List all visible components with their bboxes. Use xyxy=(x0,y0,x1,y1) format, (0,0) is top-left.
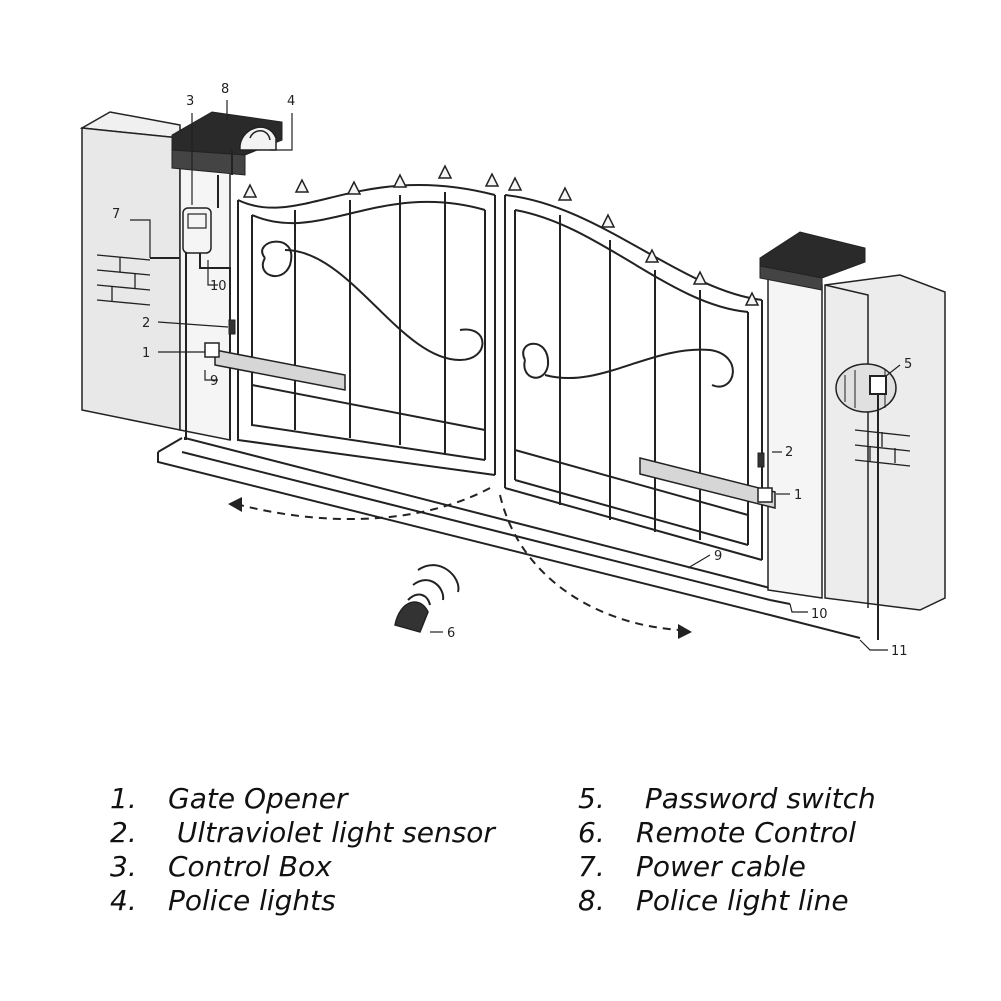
legend-label: Police lights xyxy=(168,884,336,917)
right-front-pillar xyxy=(759,231,866,599)
legend-item-6: 6.Remote Control xyxy=(578,816,857,849)
callout-5: 5 xyxy=(904,357,912,372)
legend-label: Password switch xyxy=(636,782,876,815)
swing-arrows xyxy=(239,487,681,631)
uv-sensors xyxy=(228,319,765,468)
legend-item-8: 8.Police light line xyxy=(578,884,849,917)
legend-item-1: 1.Gate Opener xyxy=(110,782,348,815)
legend-item-3: 3.Control Box xyxy=(110,850,332,883)
ground-wiring xyxy=(157,436,861,639)
gate-panels xyxy=(237,183,763,561)
legend-item-5: 5. Password switch xyxy=(578,782,876,815)
callout-4: 4 xyxy=(287,94,295,109)
legend-label: Remote Control xyxy=(636,816,857,849)
gate-openers xyxy=(204,342,776,509)
callout-leaders xyxy=(130,100,901,651)
left-back-pillar xyxy=(79,111,181,431)
remote-control xyxy=(394,564,460,633)
arrow-head-right xyxy=(678,624,692,639)
police-light xyxy=(239,126,277,151)
control-box xyxy=(182,207,212,254)
left-front-pillar xyxy=(171,111,283,441)
legend-label: Control Box xyxy=(168,850,332,883)
callout-2-right: 2 xyxy=(785,445,793,460)
password-switch xyxy=(835,363,897,640)
legend-item-2: 2. Ultraviolet light sensor xyxy=(110,816,495,849)
legend-label: Power cable xyxy=(636,850,806,883)
callout-1-left: 1 xyxy=(142,346,150,361)
legend-label: Police light line xyxy=(636,884,849,917)
legend-label: Gate Opener xyxy=(168,782,348,815)
callout-8: 8 xyxy=(221,82,229,97)
legend-item-7: 7.Power cable xyxy=(578,850,806,883)
gate-finials xyxy=(242,164,760,306)
callout-6: 6 xyxy=(447,626,455,641)
callout-7: 7 xyxy=(112,207,120,222)
legend-label: Ultraviolet light sensor xyxy=(168,816,495,849)
callout-9-bottom: 9 xyxy=(714,549,722,564)
legend-right: 5. Password switch 6.Remote Control 7.Po… xyxy=(578,782,876,918)
arrow-head-left xyxy=(228,497,242,512)
legend-item-4: 4.Police lights xyxy=(110,884,336,917)
right-back-pillar xyxy=(824,274,946,611)
callout-2-left: 2 xyxy=(142,316,150,331)
callout-11: 11 xyxy=(891,644,908,659)
callout-10-left: 10 xyxy=(210,279,227,294)
callout-10-right: 10 xyxy=(811,607,828,622)
callout-1-right: 1 xyxy=(794,488,802,503)
callout-9-left: 9 xyxy=(210,374,218,389)
legend-left: 1.Gate Opener 2. Ultraviolet light senso… xyxy=(110,782,495,918)
gate-opener-diagram: 3 8 4 7 10 2 1 9 5 2 1 9 10 6 11 xyxy=(79,82,946,659)
callout-3: 3 xyxy=(186,94,194,109)
